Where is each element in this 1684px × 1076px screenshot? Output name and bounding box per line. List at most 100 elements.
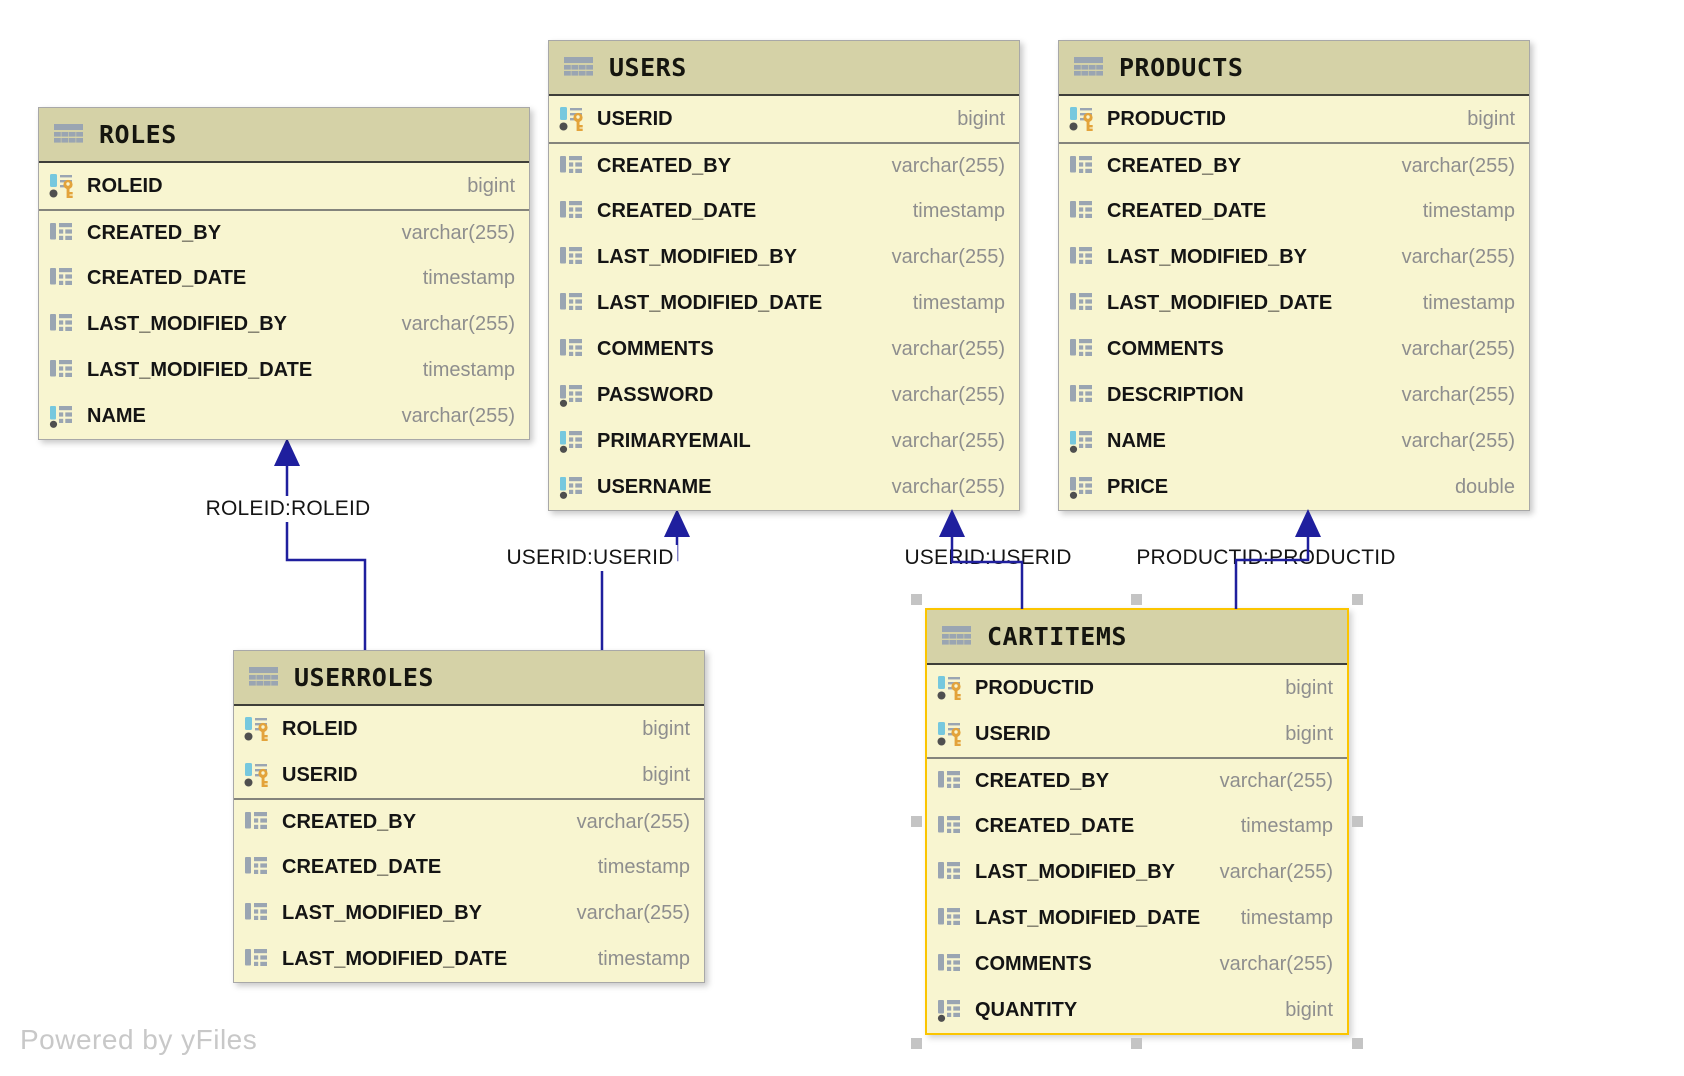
column-name: CREATED_DATE bbox=[1107, 199, 1267, 222]
column-indexed-notnull-icon bbox=[558, 428, 588, 454]
table-header[interactable]: ROLES bbox=[39, 108, 529, 163]
table-title: ROLES bbox=[99, 120, 177, 149]
column-type: timestamp bbox=[1422, 291, 1515, 314]
column-icon bbox=[48, 357, 78, 383]
table-header[interactable]: USERROLES bbox=[234, 651, 704, 706]
edge-userroles-roles[interactable] bbox=[274, 438, 367, 652]
column-icon bbox=[936, 859, 966, 885]
selection-handle-bottom-right[interactable] bbox=[1352, 1038, 1363, 1049]
selection-handle-top-center[interactable] bbox=[1131, 594, 1142, 605]
table-icon bbox=[941, 624, 972, 650]
grid-glyph bbox=[1074, 56, 1103, 76]
selection-handle-bottom-left[interactable] bbox=[911, 1038, 922, 1049]
column-name: ROLEID bbox=[282, 717, 358, 740]
column-type: varchar(255) bbox=[891, 154, 1005, 177]
selection-handle-top-right[interactable] bbox=[1352, 594, 1363, 605]
column-indexed-notnull-icon bbox=[558, 474, 588, 500]
column-row-created_by[interactable]: CREATED_BY varchar(255) bbox=[1059, 142, 1529, 188]
column-icon bbox=[48, 311, 78, 337]
column-name: CREATED_BY bbox=[282, 810, 417, 833]
column-name: NAME bbox=[87, 404, 146, 427]
table-header[interactable]: USERS bbox=[549, 41, 1019, 96]
column-row-created_by[interactable]: CREATED_BY varchar(255) bbox=[549, 142, 1019, 188]
table-header[interactable]: PRODUCTS bbox=[1059, 41, 1529, 96]
column-name: PASSWORD bbox=[597, 383, 714, 406]
edge-label-productid-productid[interactable]: PRODUCTID:PRODUCTID bbox=[1136, 546, 1396, 569]
column-type: varchar(255) bbox=[1401, 154, 1515, 177]
selection-handle-mid-left[interactable] bbox=[911, 815, 922, 827]
column-name: USERNAME bbox=[597, 475, 712, 498]
column-name: CREATED_DATE bbox=[87, 266, 247, 289]
column-name: PRIMARYEMAIL bbox=[597, 429, 751, 452]
column-name: LAST_MODIFIED_DATE bbox=[597, 291, 823, 314]
selection-handle-mid-right[interactable] bbox=[1352, 815, 1363, 827]
primary-key-icon bbox=[243, 715, 273, 743]
column-name: CREATED_BY bbox=[1107, 154, 1242, 177]
column-icon bbox=[1068, 382, 1098, 408]
column-icon bbox=[558, 244, 588, 270]
column-type: varchar(255) bbox=[576, 810, 690, 833]
edge-label-userid-userid-userroles[interactable]: USERID:USERID bbox=[502, 545, 678, 571]
table-header[interactable]: CARTITEMS bbox=[927, 610, 1347, 665]
edge-label-roleid-roleid[interactable]: ROLEID:ROLEID bbox=[201, 496, 375, 522]
column-name: PRODUCTID bbox=[1107, 107, 1226, 130]
selection-handle-bottom-center[interactable] bbox=[1131, 1038, 1142, 1049]
table-title: USERS bbox=[609, 53, 687, 82]
column-name: LAST_MODIFIED_BY bbox=[975, 860, 1176, 883]
column-type: timestamp bbox=[1240, 814, 1333, 837]
column-name: CREATED_BY bbox=[597, 154, 732, 177]
column-icon bbox=[243, 900, 273, 926]
column-name: LAST_MODIFIED_BY bbox=[87, 312, 288, 335]
column-type: bigint bbox=[957, 107, 1005, 130]
column-name: PRICE bbox=[1107, 475, 1169, 498]
column-name: COMMENTS bbox=[597, 337, 714, 360]
edge-userroles-users[interactable] bbox=[600, 509, 690, 652]
edge-label-userid-userid-cartitems[interactable]: USERID:USERID bbox=[904, 546, 1072, 569]
column-row-created_by[interactable]: CREATED_BY varchar(255) bbox=[234, 798, 704, 844]
selection-handle-top-left[interactable] bbox=[911, 594, 922, 605]
primary-key-icon bbox=[48, 172, 78, 200]
column-name: QUANTITY bbox=[975, 998, 1078, 1021]
